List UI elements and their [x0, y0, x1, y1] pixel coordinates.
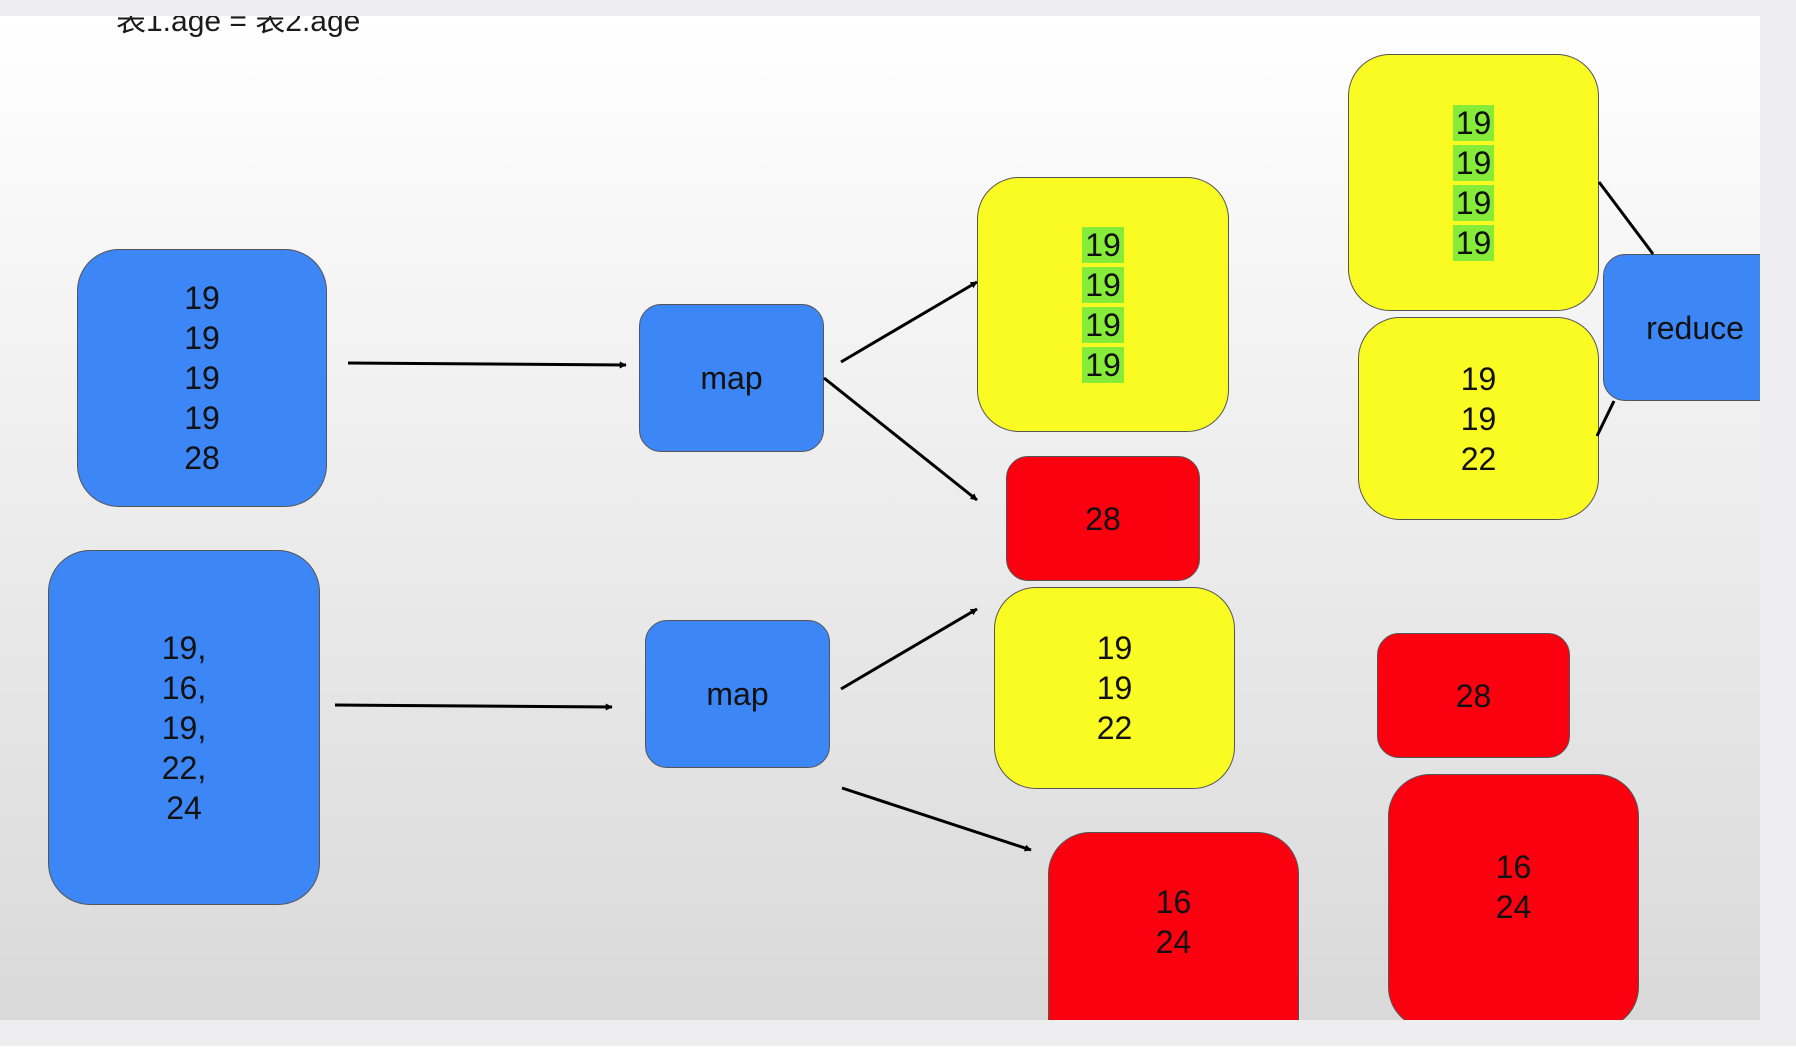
map-output-yellow-2: 19 19 22	[994, 587, 1235, 789]
value: 19	[1082, 265, 1124, 305]
reduce-label: reduce	[1646, 309, 1744, 346]
value: 22	[1096, 710, 1133, 746]
value: 22	[1460, 440, 1497, 477]
input-table-1: 19 19 19 19 28	[77, 249, 327, 507]
map-output-red-1: 28	[1006, 456, 1200, 581]
map-output-yellow-1: 19 19 19 19	[977, 177, 1229, 432]
value: 19	[1452, 223, 1495, 263]
grouped-yellow-2: 19 19 22	[1358, 317, 1599, 520]
value: 24	[166, 789, 202, 826]
arrow-map1-to-red1	[823, 376, 978, 502]
value: 19	[1452, 143, 1495, 183]
highlighted-value: 19	[1082, 346, 1124, 383]
value: 24	[1155, 924, 1192, 960]
arrow-input2-to-map2	[334, 703, 613, 711]
arrow-map2-to-yellow2	[840, 607, 978, 691]
value: 16	[1495, 848, 1532, 885]
grouped-yellow-1: 19 19 19 19	[1348, 54, 1599, 311]
grouped-red-2: 16 24	[1388, 774, 1639, 1020]
value: 22,	[161, 749, 207, 786]
value: 19	[1082, 225, 1124, 265]
value: 28	[184, 440, 220, 476]
map-label: map	[700, 360, 763, 396]
value: 24	[1495, 888, 1532, 925]
highlighted-value: 19	[1082, 306, 1124, 343]
value: 16,	[161, 669, 207, 706]
value: 19,	[161, 709, 207, 746]
diagram-canvas: 表1.age = 表2.age 19 19 19 19 28 19, 16, 1…	[0, 16, 1760, 1020]
highlighted-value: 19	[1082, 266, 1124, 303]
value: 19	[1082, 305, 1124, 345]
value: 16	[1155, 884, 1192, 920]
value: 19	[1460, 360, 1497, 397]
highlighted-value: 19	[1082, 226, 1124, 263]
value: 19	[1096, 670, 1133, 706]
map-node-1: map	[639, 304, 824, 452]
value: 19	[1460, 400, 1497, 437]
join-condition-caption: 表1.age = 表2.age	[116, 16, 361, 38]
value: 19	[184, 360, 220, 396]
value: 19	[184, 400, 220, 436]
value: 19	[1096, 630, 1133, 666]
highlighted-value: 19	[1452, 104, 1495, 141]
value: 19,	[161, 629, 207, 666]
arrow-map1-to-yellow1	[840, 280, 978, 364]
value: 19	[1452, 183, 1495, 223]
reduce-node: reduce	[1603, 254, 1760, 401]
bottom-strip	[0, 1046, 1796, 1059]
value: 28	[1455, 677, 1492, 714]
map-label: map	[706, 676, 769, 712]
value: 28	[1085, 500, 1121, 537]
value: 19	[1452, 103, 1495, 143]
value: 19	[1082, 345, 1124, 385]
arrow-map2-to-red2	[841, 786, 1032, 852]
map-output-red-2: 16 24	[1048, 832, 1299, 1020]
arrow-input1-to-map1	[347, 361, 627, 369]
highlighted-value: 19	[1452, 224, 1495, 261]
highlighted-value: 19	[1452, 144, 1495, 181]
input-table-2: 19, 16, 19, 22, 24	[48, 550, 320, 905]
highlighted-value: 19	[1452, 184, 1495, 221]
line-grouped2-to-reduce	[1595, 400, 1616, 437]
grouped-red-1: 28	[1377, 633, 1570, 758]
line-grouped1-to-reduce	[1597, 181, 1655, 255]
map-node-2: map	[645, 620, 830, 768]
value: 19	[184, 320, 220, 356]
value: 19	[184, 280, 220, 316]
